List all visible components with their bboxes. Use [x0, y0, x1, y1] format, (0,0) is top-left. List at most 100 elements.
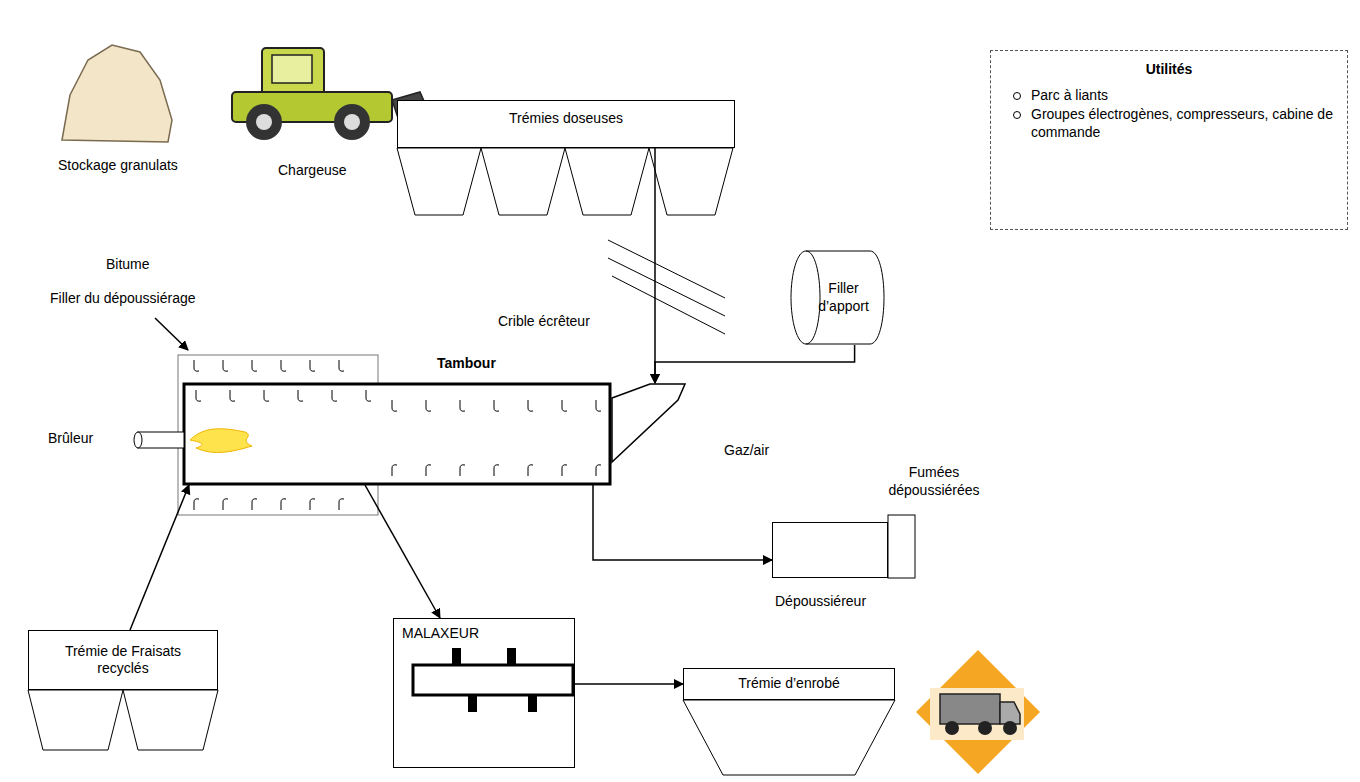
recycled-hoppers-part — [123, 690, 218, 750]
hopper-box: Trémies doseuses — [397, 100, 735, 148]
gas-label: Gaz/air — [724, 442, 769, 460]
truck-icon-part — [1003, 721, 1017, 735]
dosing-hoppers-part — [565, 148, 649, 215]
flight-stroke — [366, 390, 371, 401]
screen-lines-part — [608, 240, 725, 298]
burner — [134, 429, 252, 453]
flow-arrow — [655, 345, 855, 383]
loader-icon-part — [246, 104, 282, 140]
flight-stroke — [339, 360, 344, 371]
loader-icon-part — [334, 104, 370, 140]
burner-part — [134, 432, 142, 448]
node-text: MALAXEUR — [402, 625, 566, 643]
panel-heading: Utilités — [1005, 61, 1333, 79]
flight-stroke — [494, 400, 499, 411]
flight-stroke — [494, 465, 499, 476]
truck-icon-part — [978, 721, 992, 735]
flight-stroke — [223, 360, 228, 371]
dosing-hoppers — [397, 148, 733, 215]
truck-icon — [916, 650, 1040, 774]
recycled-hoppers — [28, 690, 218, 750]
truck-icon-part — [930, 688, 1024, 740]
collector-label: Dépoussiéreur — [775, 593, 866, 611]
mixer-shaft-part — [413, 665, 573, 695]
dosing-hoppers-part — [481, 148, 565, 215]
flight-stroke — [596, 400, 601, 411]
binder-label: Bitume — [106, 256, 150, 274]
node-text: Trémie d’enrobé — [738, 675, 839, 693]
burner-part — [190, 429, 252, 453]
mixer-shaft-part — [507, 648, 516, 665]
flight-stroke — [310, 360, 315, 371]
flight-stroke — [252, 499, 257, 510]
truck-icon-part — [1000, 702, 1020, 724]
stack — [888, 515, 915, 578]
burner-part — [138, 432, 184, 448]
flight-stroke — [426, 465, 431, 476]
loader-icon-part — [344, 114, 360, 130]
mixer-shaft-part — [528, 695, 537, 712]
flight-stroke — [310, 499, 315, 510]
flight-stroke — [528, 465, 533, 476]
dust-collector: Dépoussiéreur — [772, 522, 888, 578]
dosing-hoppers-part — [397, 148, 481, 215]
node-text: Trémie de Fraisats recyclés — [39, 643, 207, 678]
drum-shell-part — [184, 384, 610, 484]
asphalt-hopper — [683, 700, 895, 775]
flight-stroke — [562, 400, 567, 411]
flight-stroke — [194, 360, 199, 371]
flight-stroke — [392, 400, 397, 411]
flight-stroke — [230, 390, 235, 401]
flight-stroke — [528, 400, 533, 411]
drum-shell — [184, 384, 685, 484]
list-bullet — [1013, 92, 1021, 100]
flight-stroke — [196, 390, 201, 401]
dryer-drum: Tambour — [183, 383, 685, 485]
flight-stroke — [562, 465, 567, 476]
list-text: Utilités — [1146, 61, 1193, 77]
utilities-panel: UtilitésParc à liantsGroupes électrogène… — [990, 50, 1348, 230]
mixer-shaft-part — [452, 648, 461, 665]
loader-icon-part — [256, 114, 272, 130]
flight-stroke — [596, 465, 601, 476]
flight-stroke — [252, 360, 257, 371]
list-item: Groupes électrogènes, compresseurs, cabi… — [1005, 106, 1333, 141]
truck-icon-part — [945, 721, 959, 735]
flight-stroke — [460, 465, 465, 476]
flight-stroke — [281, 360, 286, 371]
screen-label: Crible écrêteur — [498, 313, 590, 331]
list-text: Parc à liants — [1031, 87, 1108, 103]
flow-arrow — [654, 148, 656, 383]
recycled-hoppers-part — [28, 690, 123, 750]
flight-stroke — [332, 390, 337, 401]
loader-icon-part — [272, 55, 312, 83]
flight-stroke — [426, 400, 431, 411]
aggregate-pile-part — [62, 45, 172, 142]
silo-path — [791, 251, 884, 344]
list-item: Parc à liants — [1005, 87, 1333, 105]
flight-stroke — [460, 400, 465, 411]
node-text: Filler d’apport — [813, 280, 875, 315]
dosing-hoppers-part — [649, 148, 733, 215]
loader-icon-part — [262, 48, 324, 96]
screen-lines — [608, 240, 725, 334]
flow-arrow — [130, 485, 189, 630]
asphalt-hopper-part — [683, 700, 895, 775]
drum-label: Tambour — [437, 355, 496, 373]
mixer-shaft-part — [468, 695, 477, 712]
asphalt-hopper-box: Trémie d’enrobé — [683, 668, 895, 700]
flight-stroke — [223, 499, 228, 510]
aggregate-pile — [62, 45, 172, 142]
stack-part — [888, 515, 915, 578]
flight-stroke — [281, 499, 286, 510]
drum-shell-part — [612, 384, 685, 462]
binder-arrow-part — [155, 318, 188, 350]
filler-label: Filler du dépoussiérage — [50, 290, 196, 308]
fumes-label: Fumées dépoussiérées — [878, 464, 990, 499]
loader-label: Chargeuse — [278, 162, 347, 180]
flow-arrow — [365, 485, 440, 618]
list-text: Groupes électrogènes, compresseurs, cabi… — [1031, 106, 1333, 140]
screen-lines-part — [612, 276, 725, 334]
flight-stroke — [339, 499, 344, 510]
